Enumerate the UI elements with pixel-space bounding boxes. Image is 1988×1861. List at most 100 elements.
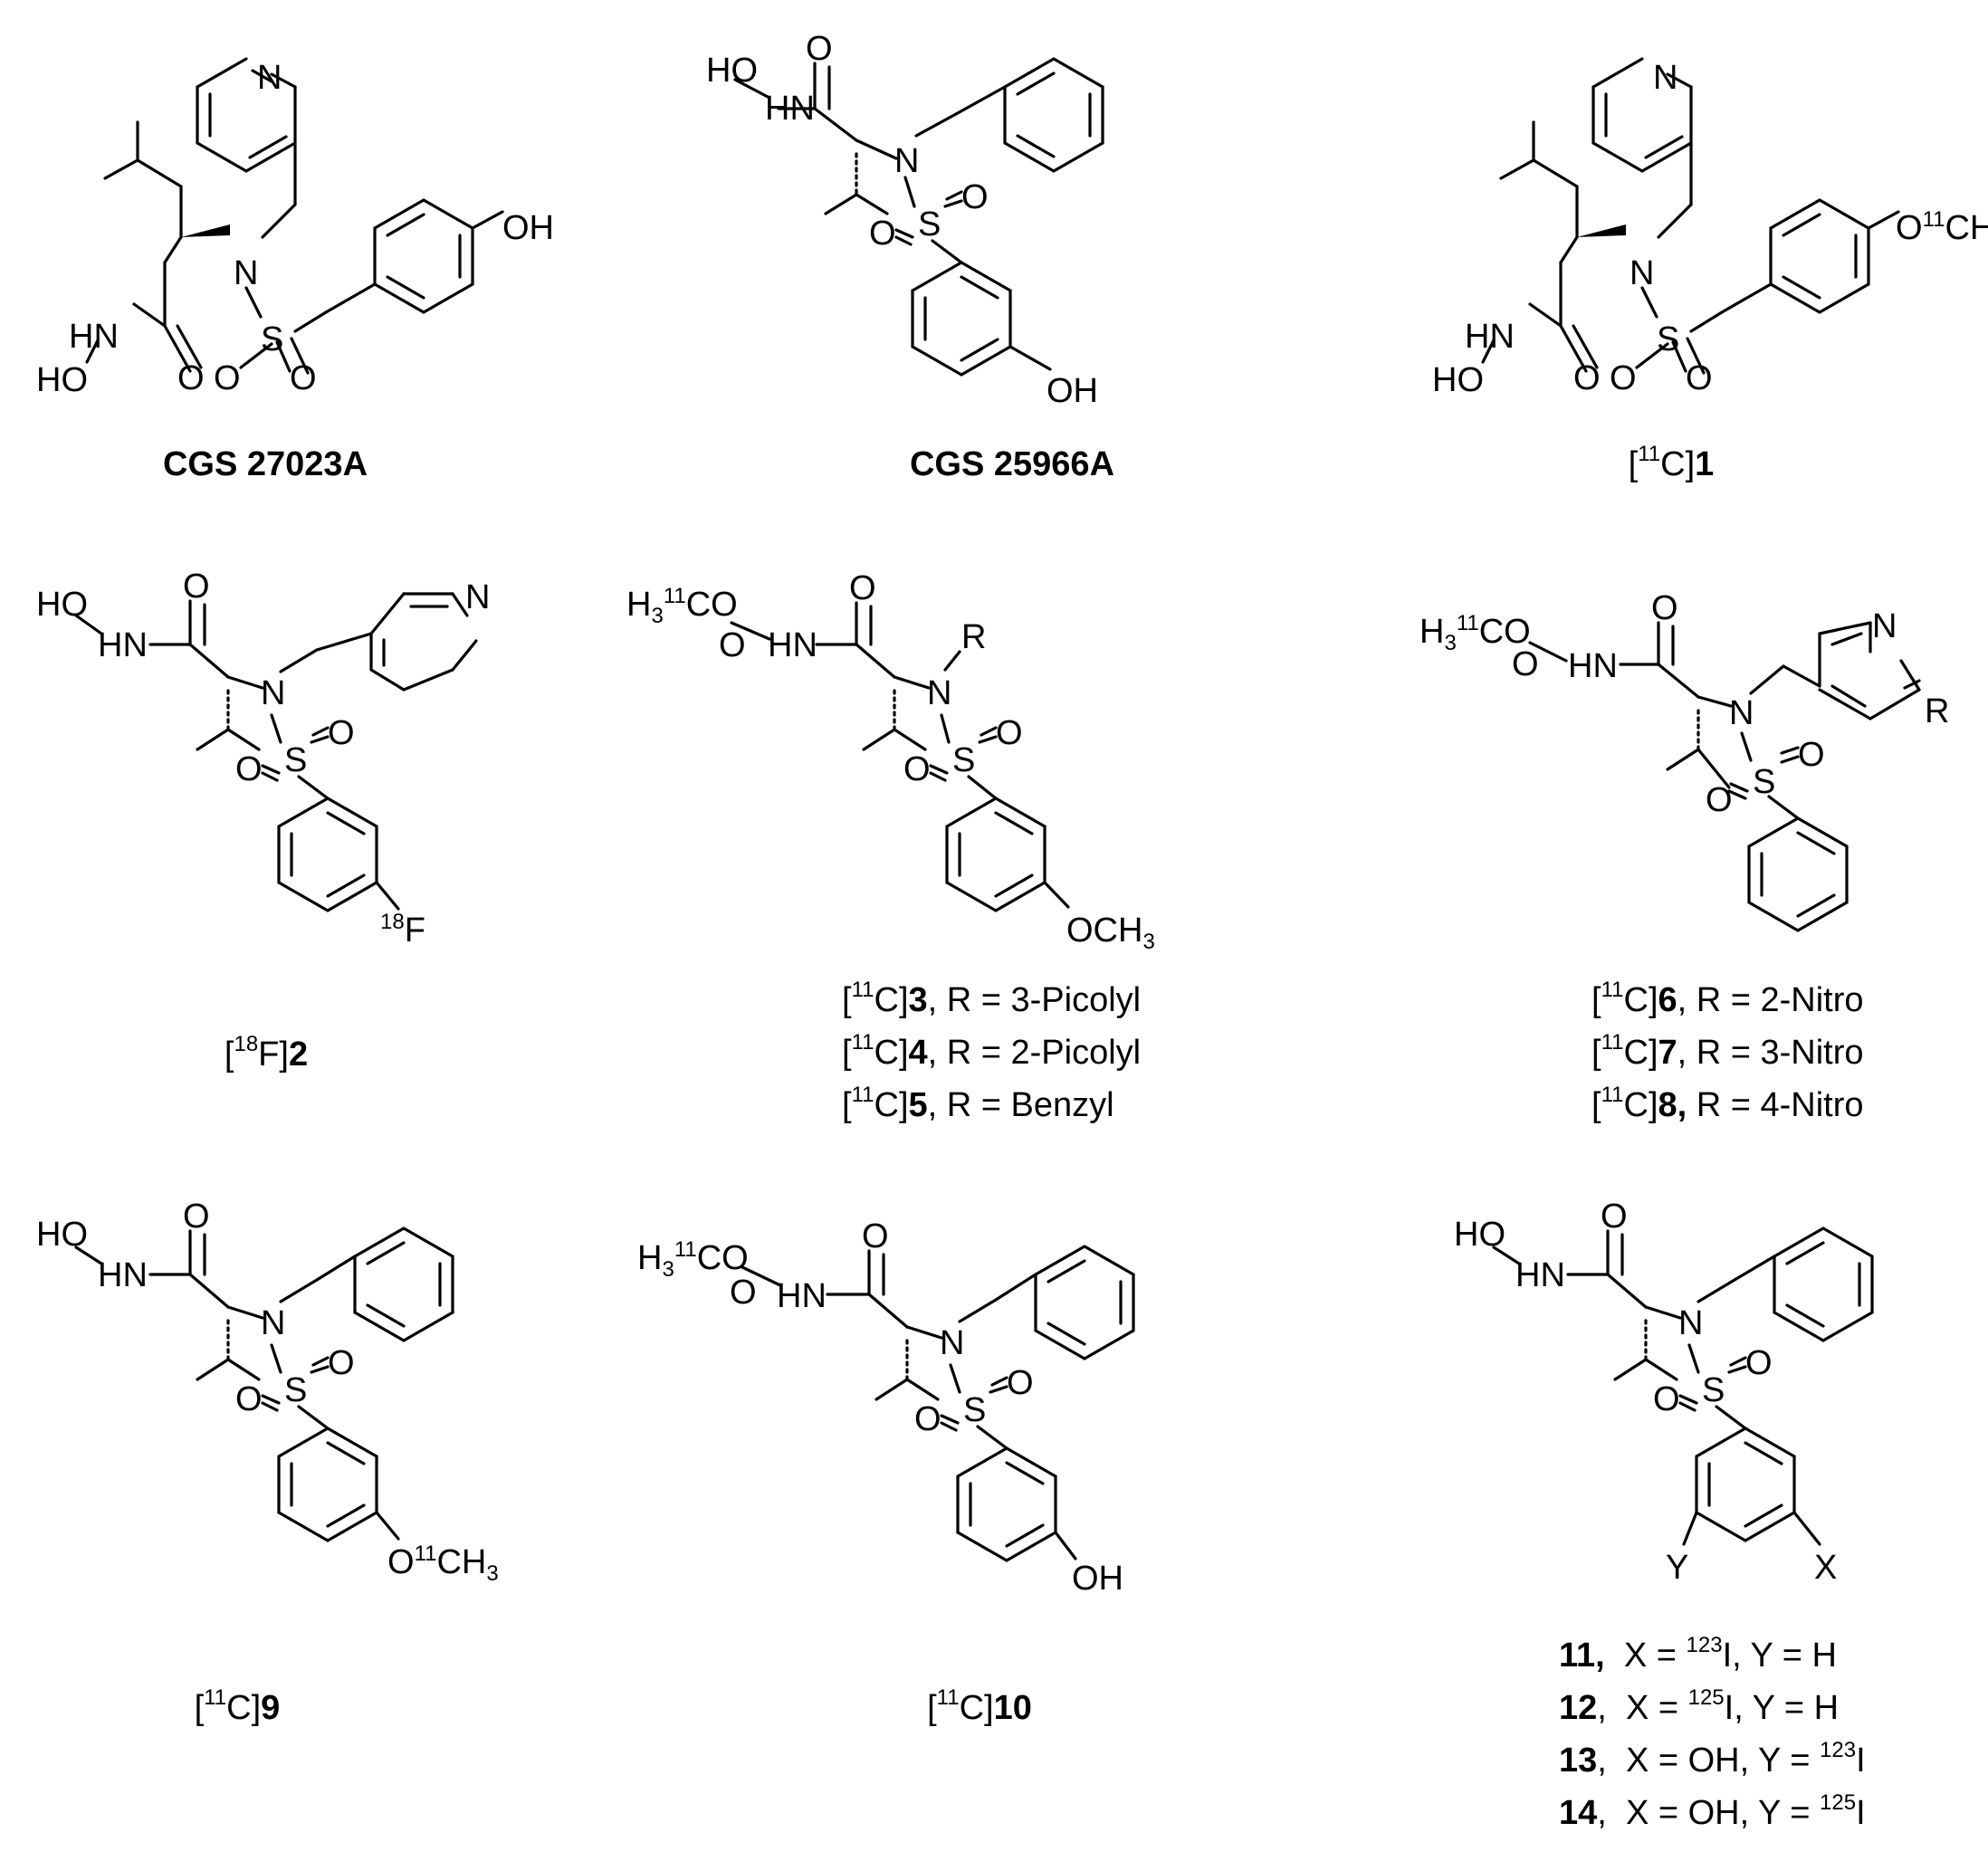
atom-o-sulfonyl-2: O (1653, 1380, 1680, 1418)
atom-oh: OH (1072, 1560, 1123, 1598)
atom-ho: HO (36, 361, 88, 399)
atom-o-sulfonyl-2: O (1686, 359, 1713, 397)
atom-n: N (927, 674, 951, 712)
caption-c11-7: [11C]7, R = 3-Nitro (1591, 1030, 1864, 1072)
atom-s: S (963, 1391, 986, 1429)
atom-o11ch3: O11CH3 (387, 1541, 499, 1586)
caption-c11-3: [11C]3, R = 3-Picolyl (842, 978, 1142, 1019)
structure-c11-6-8: H311CO O HN O N N R S O O (1419, 589, 1949, 932)
caption-c11-6: [11C]6, R = 2-Nitro (1591, 978, 1864, 1019)
atom-o-sulfonyl-2: O (235, 750, 263, 788)
atom-o-carbonyl: O (177, 359, 205, 397)
caption-cgs27023a: CGS 27023A (162, 445, 368, 483)
atom-s: S (952, 741, 975, 779)
caption-compound-11: 11, X = 123I, Y = H (1559, 1633, 1837, 1675)
atom-o-sulfonyl-1: O (328, 1344, 355, 1382)
atom-s: S (1753, 763, 1775, 801)
atom-n-pyridine: N (465, 578, 490, 616)
structure-cgs25966a: HO HN O N S O O OH (706, 30, 1104, 410)
atom-o-sulfonyl-1: O (1745, 1344, 1773, 1382)
structure-c11-1: N N S O O O HN HO O11CH3 (1432, 57, 1988, 399)
atom-o-carbonyl: O (183, 1198, 210, 1236)
atom-o-sulfonyl-2: O (1706, 781, 1733, 819)
caption-c11-9: [11C]9 (194, 1685, 281, 1727)
caption-c11-4: [11C]4, R = 2-Picolyl (842, 1030, 1142, 1072)
atom-o-sulfonyl-2: O (903, 750, 931, 788)
atom-o-n: O (719, 626, 746, 664)
atom-ho: HO (1432, 361, 1484, 399)
atom-o-sulfonyl-1: O (961, 178, 989, 216)
atom-hn: HN (98, 1256, 148, 1294)
atom-s: S (1702, 1371, 1725, 1409)
atom-ho: HO (706, 52, 758, 90)
atom-n-pyridine: N (1653, 59, 1677, 97)
structure-c11-9: HO HN O N S O O O11CH3 (36, 1198, 499, 1586)
atom-h3-11-co: H311CO (1419, 611, 1531, 655)
atom-s: S (284, 1371, 307, 1409)
atom-o-sulfonyl-1: O (1798, 736, 1825, 774)
caption-c11-5: [11C]5, R = Benzyl (842, 1083, 1114, 1124)
structure-f18-2: HO HN O N N S O O 18F (36, 568, 490, 950)
atom-r: R (961, 618, 986, 656)
atom-s: S (261, 320, 283, 358)
atom-o-sulfonyl-1: O (1610, 359, 1637, 397)
atom-o-carbonyl: O (806, 30, 833, 68)
atom-o-carbonyl: O (1601, 1198, 1628, 1236)
atom-o-n: O (1512, 645, 1539, 683)
atom-18f: 18F (380, 910, 425, 950)
atom-o-carbonyl: O (862, 1217, 889, 1255)
structure-cgs27023a: N N S O O O HN HO OH (36, 57, 554, 399)
atom-o11ch3: O11CH3 (1896, 207, 1988, 252)
structure-iodo-11-14: HO HN O N S O O Y X (1454, 1198, 1874, 1587)
atom-o-carbonyl: O (849, 569, 876, 607)
atom-o-sulfonyl-1: O (328, 714, 355, 752)
structure-c11-10: H311CO O HN O N S O O OH (637, 1217, 1135, 1598)
atom-h3-11-co: H311CO (626, 584, 738, 628)
atom-h3-11-co: H311CO (637, 1237, 749, 1282)
atom-o-carbonyl: O (1651, 589, 1678, 627)
atom-hn: HN (1465, 318, 1515, 356)
atom-o-carbonyl: O (1573, 359, 1601, 397)
atom-o-sulfonyl-2: O (914, 1400, 941, 1438)
atom-n: N (261, 674, 285, 712)
caption-c11-10: [11C]10 (927, 1685, 1032, 1727)
atom-ho: HO (1454, 1216, 1505, 1254)
atom-s: S (918, 205, 941, 243)
caption-cgs25966a: CGS 25966A (909, 445, 1115, 483)
atom-x: X (1814, 1549, 1837, 1587)
atom-ho: HO (36, 586, 88, 624)
atom-hn: HN (1515, 1256, 1565, 1294)
atom-n-pyridine: N (257, 59, 282, 97)
atom-hn: HN (777, 1277, 827, 1315)
caption-compound-14: 14, X = OH, Y = 125I (1559, 1790, 1866, 1832)
atom-hn: HN (1568, 647, 1618, 685)
caption-compound-12: 12, X = 125I, Y = H (1559, 1685, 1840, 1727)
atom-o-carbonyl: O (183, 568, 210, 606)
atom-n: N (940, 1324, 964, 1362)
atom-hn: HN (768, 626, 817, 664)
atom-och3: OCH3 (1066, 911, 1155, 954)
atom-hn: HN (765, 90, 815, 128)
caption-compound-13: 13, X = OH, Y = 123I (1559, 1738, 1866, 1780)
atom-oh: OH (1047, 372, 1098, 410)
atom-s: S (1657, 320, 1679, 358)
atom-y: Y (1666, 1549, 1688, 1587)
atom-o-sulfonyl-2: O (869, 215, 896, 253)
atom-n-sulfonamide: N (1630, 254, 1654, 292)
caption-f18-2: [18F]2 (224, 1032, 309, 1074)
atom-n: N (1678, 1304, 1703, 1342)
atom-r: R (1925, 692, 1949, 730)
atom-n-sulfonamide: N (234, 254, 258, 292)
caption-c11-8: [11C]8, R = 4-Nitro (1591, 1083, 1864, 1124)
atom-o-sulfonyl-1: O (214, 359, 241, 397)
atom-oh: OH (502, 209, 554, 247)
atom-n: N (261, 1304, 285, 1342)
atom-n: N (1729, 694, 1754, 732)
atom-n-pyridine: N (1872, 607, 1897, 645)
atom-o-sulfonyl-2: O (235, 1380, 263, 1418)
atom-hn: HN (98, 626, 148, 664)
atom-ho: HO (36, 1216, 88, 1254)
atom-hn: HN (69, 318, 119, 356)
structure-c11-3-5: H311CO O HN O N R S O O OCH3 (626, 569, 1155, 954)
